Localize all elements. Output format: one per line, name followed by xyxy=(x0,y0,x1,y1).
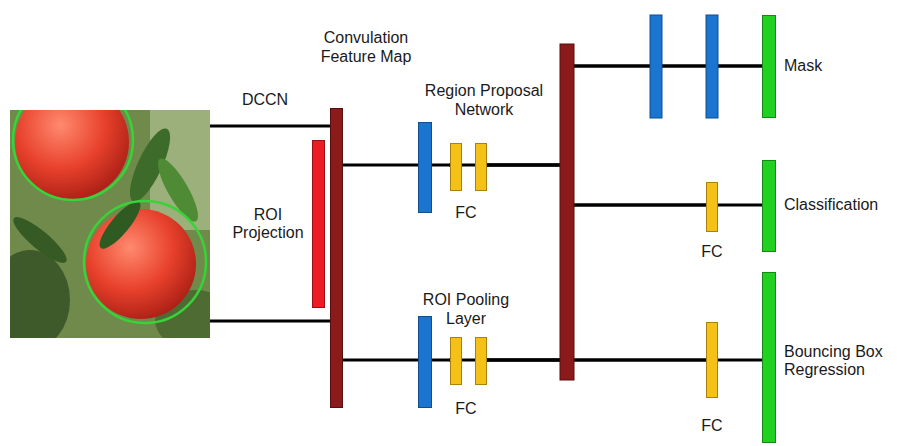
class-output-bar: Classification xyxy=(762,160,776,252)
merge-bar xyxy=(560,44,574,380)
fc-bar xyxy=(475,143,487,191)
roi-pooling-bar: ROI Pooling Layer xyxy=(418,316,432,408)
node-label: FC xyxy=(446,400,486,418)
connector-line xyxy=(487,205,706,360)
node-label: FC xyxy=(692,417,732,435)
fc-bar: FC xyxy=(706,322,718,398)
fc-bar xyxy=(450,337,462,385)
node-label: Bouncing Box Regression xyxy=(784,343,892,380)
connector-line xyxy=(432,164,450,167)
fc-bar xyxy=(475,337,487,385)
connector-line xyxy=(718,204,762,207)
node-label: ROI Pooling Layer xyxy=(411,291,521,328)
node-label: Region Proposal Network xyxy=(414,82,554,119)
conv-bar xyxy=(650,15,662,118)
connector-line xyxy=(718,359,762,362)
input-line xyxy=(210,125,330,128)
connector-line xyxy=(343,164,418,167)
connector-line xyxy=(487,165,706,205)
connector-line xyxy=(487,66,762,360)
peach-photo xyxy=(10,110,210,338)
mask-output-bar: Mask xyxy=(762,15,776,118)
rpn-bar: Region Proposal Network xyxy=(418,122,432,213)
node-label: Classification xyxy=(784,196,892,214)
connector-line xyxy=(487,359,706,362)
connector-line xyxy=(432,359,450,362)
node-label: ROI Projection xyxy=(223,206,313,243)
connector-line xyxy=(487,66,762,165)
node-label: FC xyxy=(446,204,486,222)
node-label: FC xyxy=(692,243,732,261)
node-label: Mask xyxy=(784,57,892,75)
conv-bar xyxy=(706,15,718,118)
node-label: Convulation Feature Map xyxy=(306,29,426,66)
fc-bar xyxy=(450,143,462,191)
connector-line xyxy=(343,359,418,362)
network-label: DCCN xyxy=(225,91,305,109)
bbox-output-bar: Bouncing Box Regression xyxy=(762,272,776,443)
roi-projection-bar: ROI Projection xyxy=(312,140,325,308)
fc-bar: FC xyxy=(706,182,718,232)
input-line xyxy=(210,320,330,323)
connector-line xyxy=(487,165,706,360)
fc-pair: FC xyxy=(450,337,487,385)
feature-map-bar: Convulation Feature Map xyxy=(330,108,343,408)
fc-pair: FC xyxy=(450,143,487,191)
